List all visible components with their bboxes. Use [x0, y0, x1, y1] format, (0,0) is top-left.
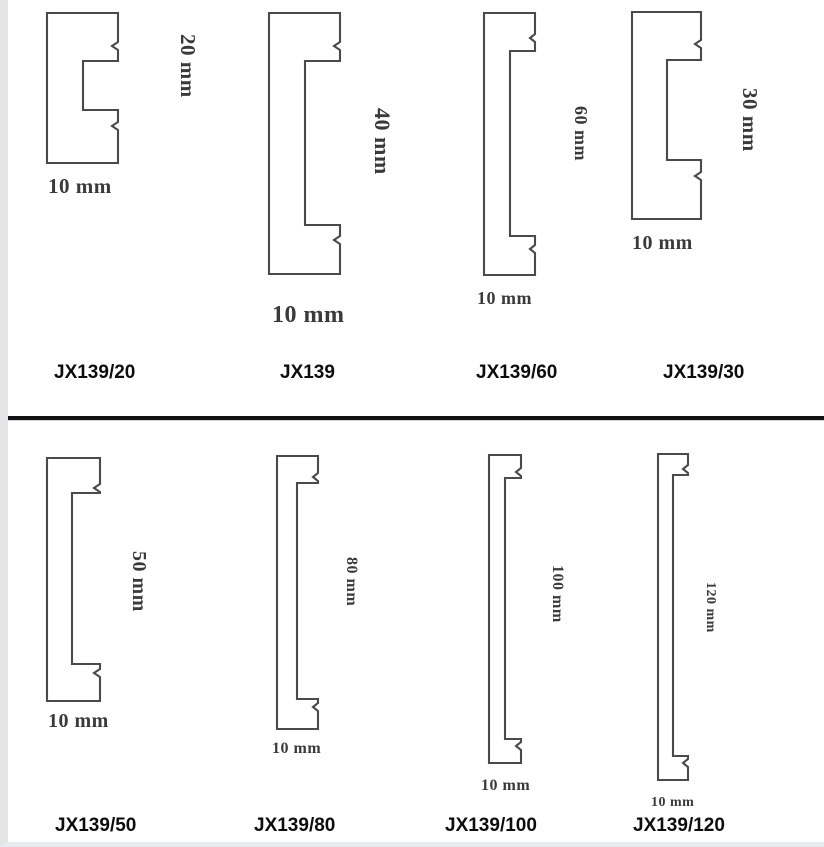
profile-cell-jx139-30[interactable]: 10 mm 30 mm JX139/30: [604, 0, 824, 420]
height-dimension-label: 80 mm: [343, 557, 360, 607]
profile-drawing: [483, 12, 541, 276]
width-dimension-label: 10 mm: [272, 302, 345, 328]
height-dimension-label: 40 mm: [370, 108, 395, 175]
profile-drawing: [657, 453, 693, 781]
profile-drawing: [276, 455, 324, 730]
product-code: JX139/50: [55, 815, 137, 836]
height-dimension-label: 60 mm: [571, 106, 591, 161]
profile-shape-icon: [268, 12, 346, 275]
profile-cell-jx139-100[interactable]: 10 mm 100 mm JX139/100: [428, 425, 628, 842]
profile-shape-icon: [631, 11, 707, 220]
height-dimension-label: 30 mm: [738, 88, 762, 152]
profile-shape-icon: [276, 455, 324, 730]
height-dimension-label: 120 mm: [703, 582, 718, 633]
product-code: JX139/60: [476, 362, 558, 383]
profile-drawing: [268, 12, 346, 275]
width-dimension-label: 10 mm: [481, 777, 531, 794]
height-dimension-label: 20 mm: [176, 34, 200, 98]
width-dimension-label: 10 mm: [632, 232, 693, 254]
profile-shape-icon: [46, 12, 124, 164]
profile-drawing: [631, 11, 707, 220]
profile-drawing: [488, 454, 526, 764]
width-dimension-label: 10 mm: [477, 288, 532, 308]
product-code: JX139/30: [663, 362, 745, 383]
profile-cell-jx139-60[interactable]: 10 mm 60 mm JX139/60: [419, 0, 604, 420]
profile-shape-icon: [46, 457, 106, 702]
height-dimension-label: 100 mm: [549, 565, 566, 623]
profile-drawing: [46, 12, 124, 164]
profile-drawing: [46, 457, 106, 702]
profile-shape-icon: [483, 12, 541, 276]
profile-shape-icon: [657, 453, 693, 781]
product-code: JX139/100: [445, 815, 537, 836]
width-dimension-label: 10 mm: [272, 740, 322, 757]
profile-cell-jx139-120[interactable]: 10 mm 120 mm JX139/120: [628, 425, 824, 842]
profile-shape-icon: [488, 454, 526, 764]
product-code: JX139/20: [54, 362, 136, 383]
profile-cell-jx139-20[interactable]: 10 mm 20 mm JX139/20: [8, 0, 223, 420]
product-code: JX139: [280, 362, 335, 383]
row-divider: [8, 416, 824, 421]
width-dimension-label: 10 mm: [48, 174, 112, 198]
width-dimension-label: 10 mm: [48, 710, 109, 732]
height-dimension-label: 50 mm: [128, 551, 150, 612]
width-dimension-label: 10 mm: [651, 795, 695, 810]
top-row: 10 mm 20 mm JX139/20 10 mm 40 mm JX139 1…: [8, 0, 824, 420]
product-code: JX139/80: [254, 815, 336, 836]
bottom-row: 10 mm 50 mm JX139/50 10 mm 80 mm JX139/8…: [8, 425, 824, 842]
profile-cell-jx139-50[interactable]: 10 mm 50 mm JX139/50: [8, 425, 228, 842]
product-code: JX139/120: [633, 815, 725, 836]
profile-cell-jx139[interactable]: 10 mm 40 mm JX139: [223, 0, 419, 420]
profile-cell-jx139-80[interactable]: 10 mm 80 mm JX139/80: [228, 425, 428, 842]
